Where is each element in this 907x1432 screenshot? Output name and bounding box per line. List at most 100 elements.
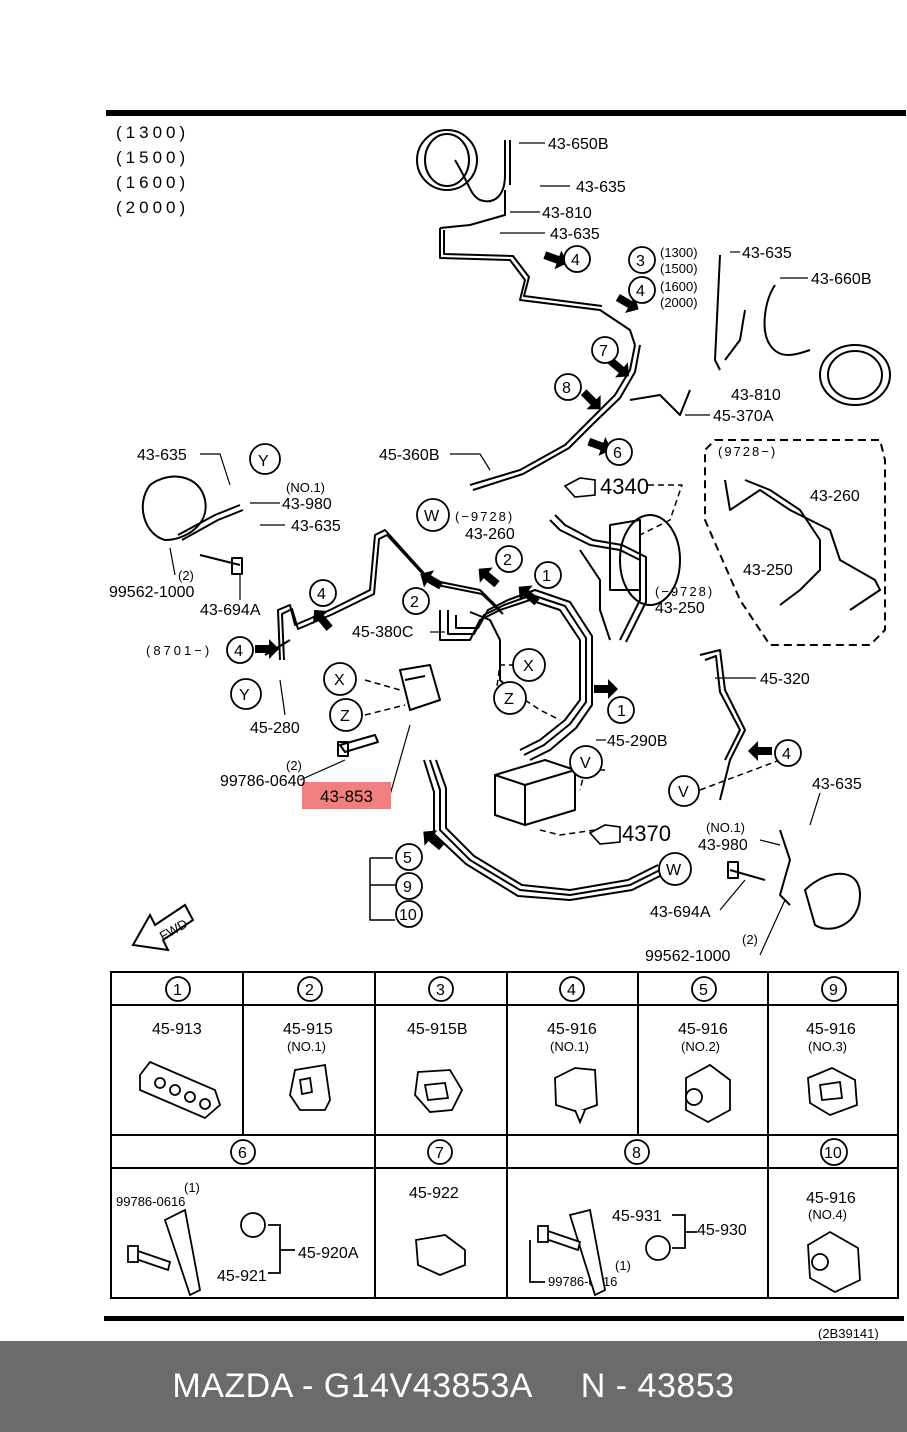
qty-2: (2) — [178, 568, 194, 583]
part-label-43-250: 43-250 — [743, 562, 793, 579]
callout-1: 1 — [617, 703, 626, 720]
callout-5: 5 — [403, 850, 412, 867]
year-1500: (1500) — [660, 261, 698, 276]
part-label-99786-0640: 99786-0640 — [220, 773, 306, 790]
table-part: 45-915 — [283, 1021, 333, 1038]
part-label-43-260: 43-260 — [810, 488, 860, 505]
part-label-99562-1000: 99562-1000 — [645, 948, 731, 965]
table-part-sub: (NO.1) — [550, 1039, 589, 1054]
part-label-43-635: 43-635 — [137, 447, 187, 464]
callout-1: 1 — [542, 568, 551, 585]
top-rule — [106, 110, 906, 116]
applicability-1500: (1500) — [116, 148, 189, 167]
table-row-2: (1) 99786-0616 7 45-920A 45-921 45-922 4… — [116, 1180, 856, 1289]
table-part-45-921: 45-921 — [217, 1268, 267, 1285]
callout-7: 7 — [599, 343, 608, 360]
part-note-no1: (NO.1) — [706, 820, 745, 835]
pointer-hands — [563, 477, 621, 845]
callout-z: Z — [340, 708, 350, 725]
part-label-45-320: 45-320 — [760, 671, 810, 688]
part-label-43-694a: 43-694A — [650, 904, 711, 921]
callout-4: 4 — [636, 283, 645, 300]
part-label-43-660b: 43-660B — [811, 271, 872, 288]
part-label-43-810: 43-810 — [542, 205, 592, 222]
bolt-part-99786-0616: 99786-0616 — [548, 1274, 617, 1289]
part-label-43-980: 43-980 — [698, 837, 748, 854]
part-label-43-635: 43-635 — [550, 226, 600, 243]
part-label-43-635: 43-635 — [812, 776, 862, 793]
table-num-5: 5 — [699, 982, 708, 999]
part-label-43-694a: 43-694A — [200, 602, 261, 619]
callout-10: 10 — [399, 907, 417, 924]
table-part: 45-916 — [806, 1021, 856, 1038]
part-label-43-980: 43-980 — [282, 496, 332, 513]
applicability-1300: (1300) — [116, 123, 189, 142]
table-num-7: 7 — [435, 1145, 444, 1162]
brake-pipes — [141, 129, 891, 956]
callout-9: 9 — [403, 879, 412, 896]
table-assy-45-930: 45-930 — [697, 1222, 747, 1239]
table-part-sub: (NO.2) — [681, 1039, 720, 1054]
part-label-45-360b: 45-360B — [379, 447, 440, 464]
applicability-1600: (1600) — [116, 173, 189, 192]
date-range: (8701−) — [146, 643, 212, 658]
callout-y: Y — [239, 687, 250, 704]
callout-4: 4 — [317, 586, 326, 603]
callout-v: V — [678, 784, 689, 801]
table-num-10: 10 — [824, 1145, 842, 1162]
date-range: (−9728) — [655, 584, 714, 599]
callout-labels: 4 3 4 7 8 6 Y W 2 1 2 4 4 Y X Z X Z 1 V … — [234, 252, 791, 924]
footer-bar: MAZDA - G14V43853A N - 43853 — [0, 1341, 907, 1432]
qty-2: (2) — [742, 932, 758, 947]
part-label-45-280: 45-280 — [250, 720, 300, 737]
table-part: 45-916 — [806, 1190, 856, 1207]
part-label-4340: 4340 — [600, 474, 649, 499]
part-label-43-250: 43-250 — [655, 600, 705, 617]
table-num-6: 6 — [238, 1145, 247, 1162]
brake-line-parts-diagram: (1300) (1500) (1600) (2000) — [104, 110, 906, 1340]
parts-table — [110, 971, 899, 1299]
highlight-box — [302, 782, 391, 809]
callout-2: 2 — [410, 594, 419, 611]
part-label-43-635: 43-635 — [576, 179, 626, 196]
callout-4: 4 — [571, 252, 580, 269]
table-part-45-931: 45-931 — [612, 1208, 662, 1225]
table-num-4: 4 — [567, 982, 576, 999]
applicability-2000: (2000) — [116, 198, 189, 217]
qty-1: (1) — [615, 1258, 631, 1273]
callout-2: 2 — [503, 552, 512, 569]
part-label-43-853: 43-853 — [320, 787, 373, 806]
table-num-2: 2 — [305, 982, 314, 999]
bolt-part-99786-0616: 99786-0616 — [116, 1194, 185, 1209]
part-label-43-635: 43-635 — [291, 518, 341, 535]
callout-y: Y — [258, 453, 269, 470]
table-part-sub: (NO.1) — [287, 1039, 326, 1054]
year-2000: (2000) — [660, 295, 698, 310]
callout-z: Z — [504, 691, 514, 708]
callout-v: V — [580, 755, 591, 772]
table-num-3: 3 — [436, 982, 445, 999]
part-label-43-650b: 43-650B — [548, 136, 609, 153]
callout-x: X — [523, 658, 534, 675]
clip-sketches — [139, 1060, 858, 1125]
date-range: (−9728) — [455, 509, 514, 524]
bottom-rule — [104, 1316, 904, 1321]
part-label-99562-1000: 99562-1000 — [109, 584, 195, 601]
part-labels: 43-650B 43-635 43-810 43-635 (1300) (150… — [109, 136, 872, 965]
callout-w: W — [666, 862, 682, 879]
callout-w: W — [424, 508, 440, 525]
year-1600: (1600) — [660, 279, 698, 294]
table-row-1: 45-913 45-915 (NO.1) 45-915B 45-916 (NO.… — [152, 1021, 856, 1054]
table-number-circles — [165, 976, 848, 1166]
table-num-8: 8 — [632, 1145, 641, 1162]
table-part-45-922: 45-922 — [409, 1185, 459, 1202]
table-part-sub: (NO.4) — [808, 1207, 847, 1222]
table-assy-45-920a: 45-920A — [298, 1245, 359, 1262]
table-part: 45-915B — [407, 1021, 468, 1038]
part-label-45-290b: 45-290B — [607, 733, 668, 750]
table-headers: 1 2 3 4 5 9 6 7 8 10 — [173, 982, 842, 1162]
part-label-43-260: 43-260 — [465, 526, 515, 543]
part-label-43-810: 43-810 — [731, 387, 781, 404]
callout-6: 6 — [613, 445, 622, 462]
table-part: 45-916 — [547, 1021, 597, 1038]
